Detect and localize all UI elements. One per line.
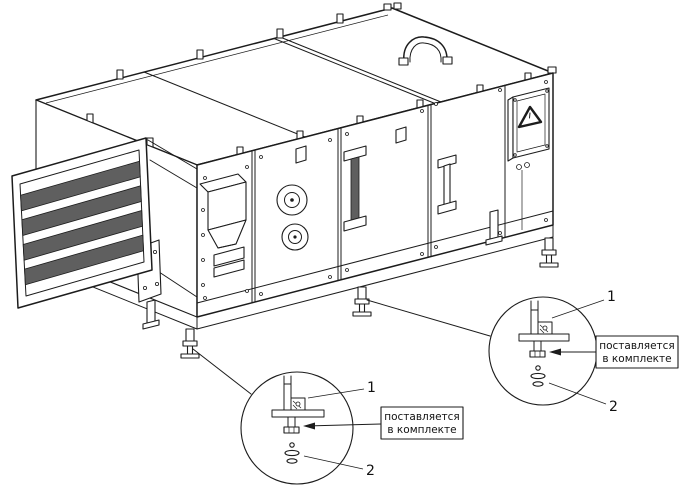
part-label-1: 1 xyxy=(367,380,376,396)
roof xyxy=(35,2,557,174)
rivets xyxy=(201,80,548,300)
label-1-leader xyxy=(551,299,605,319)
electrical-box xyxy=(507,87,550,230)
frame-corner-detail xyxy=(518,300,570,342)
roof-clamps xyxy=(86,2,557,157)
door-handle-dark xyxy=(343,145,367,232)
kit-note-line2: в комплекте xyxy=(387,424,456,436)
washer-nut-set xyxy=(284,442,300,464)
kit-note-box: поставляется в комплекте xyxy=(380,406,464,440)
label-2-leader xyxy=(303,455,364,470)
label-2-leader xyxy=(548,382,607,405)
kit-note-line1: поставляется xyxy=(599,340,675,352)
label-1-leader xyxy=(307,388,365,399)
louver-slat xyxy=(20,160,141,212)
washer-nut-set xyxy=(530,365,546,387)
mounting-foot-left xyxy=(180,328,200,359)
callout-leader-right xyxy=(366,299,491,337)
callout-leader-left xyxy=(192,348,252,395)
part-label-1: 1 xyxy=(607,289,616,305)
louver-slat xyxy=(24,234,144,286)
detail-callout-right: 1 2 поставляется в комплекте xyxy=(488,289,679,415)
frame-corner-detail xyxy=(271,375,325,418)
kit-note-line2: в комплекте xyxy=(602,353,671,365)
hopper-chute xyxy=(199,173,247,249)
cable-gland xyxy=(516,164,522,170)
kit-note-line1: поставляется xyxy=(384,411,460,423)
anchor-bolt xyxy=(529,340,546,358)
front-face xyxy=(35,72,554,330)
mounting-foot-middle xyxy=(352,286,372,317)
door-handle xyxy=(437,154,457,215)
ahu-unit-drawing xyxy=(11,2,559,359)
panel-boxes xyxy=(213,246,245,278)
louver-slat xyxy=(21,185,142,236)
kit-note-arrow xyxy=(303,422,382,430)
latch xyxy=(395,126,407,144)
intake-louver-grille xyxy=(11,137,153,309)
kit-note-box: поставляется в комплекте xyxy=(595,335,679,369)
louver-slat xyxy=(22,210,143,261)
detail-callout-left: 1 2 поставляется в комплекте xyxy=(240,371,464,485)
warning-triangle-icon xyxy=(517,105,543,129)
pressure-ports xyxy=(276,184,309,251)
kit-note-arrow xyxy=(549,348,597,356)
cable-gland xyxy=(524,162,530,168)
part-label-2: 2 xyxy=(609,399,618,415)
mounting-foot-right xyxy=(539,237,559,268)
latch xyxy=(295,145,307,164)
support-bracket-right xyxy=(485,209,503,246)
part-label-2: 2 xyxy=(366,463,375,479)
roof-handle xyxy=(398,36,453,66)
anchor-bolt xyxy=(283,416,300,434)
